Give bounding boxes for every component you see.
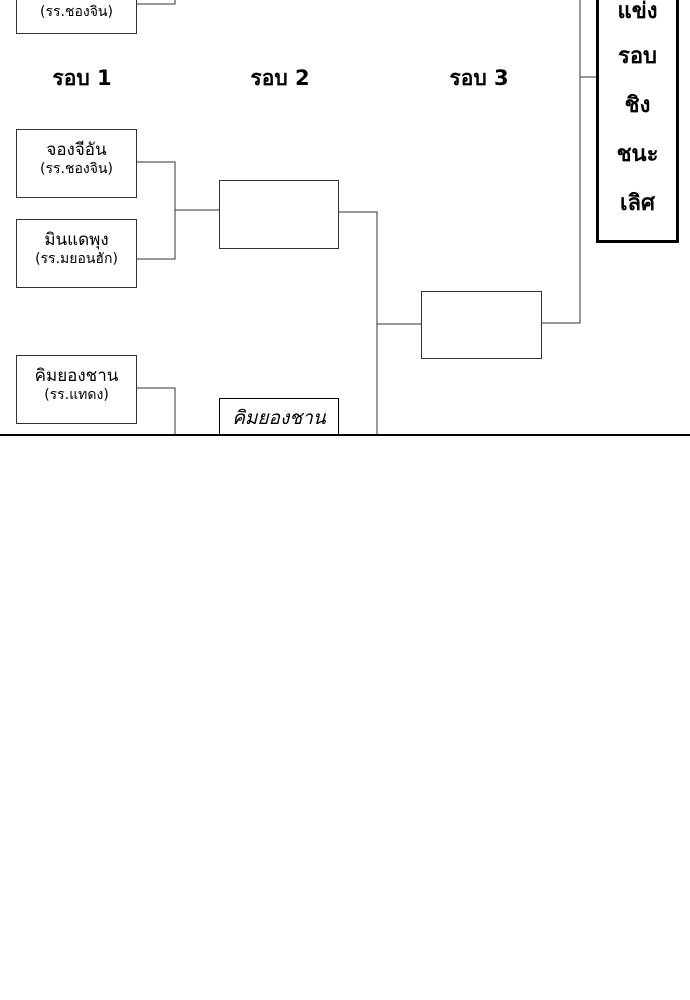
handwritten-name: คิมยองชาน: [232, 407, 326, 429]
entry-name: คิมยองชาน: [34, 366, 119, 386]
final-line-5: เลิศ: [620, 191, 655, 216]
entry-box-1: จองจีอัน (รร.ชองจิน): [16, 129, 137, 198]
final-line-2: รอบ: [618, 44, 657, 69]
tournament-bracket-panel: (รร.ชองจิน) รอบ 1 รอบ 2 รอบ 3 จองจีอัน (…: [0, 0, 690, 435]
entry-name: จองจีอัน: [46, 140, 107, 160]
entry-box-top-partial: (รร.ชองจิน): [16, 0, 137, 34]
entry-school: (รร.มยอนฮัก): [35, 251, 118, 267]
final-line-3: ชิง: [624, 93, 651, 118]
round-1-label: รอบ 1: [52, 66, 112, 90]
panel-divider: [0, 434, 690, 436]
entry-school: (รร.แทดง): [44, 387, 109, 403]
final-line-4: ชนะ: [616, 142, 659, 167]
bracket-lines: [137, 0, 596, 435]
final-round-box: แข่ง รอบ ชิง ชนะ เลิศ: [596, 0, 679, 243]
round-3-label: รอบ 3: [449, 66, 509, 90]
final-line-1: แข่ง: [617, 0, 658, 24]
entry-school: (รร.ชองจิน): [40, 161, 113, 177]
entry-school: (รร.ชองจิน): [40, 4, 113, 20]
entry-box-2: มินแดพุง (รร.มยอนฮัก): [16, 219, 137, 288]
round2-box-handwritten: คิมยองชาน: [219, 398, 339, 435]
entry-name: มินแดพุง: [44, 230, 109, 250]
round3-box-empty: [421, 291, 542, 359]
entry-box-3: คิมยองชาน (รร.แทดง): [16, 355, 137, 424]
round2-box-empty: [219, 180, 339, 249]
round-2-label: รอบ 2: [250, 66, 310, 90]
